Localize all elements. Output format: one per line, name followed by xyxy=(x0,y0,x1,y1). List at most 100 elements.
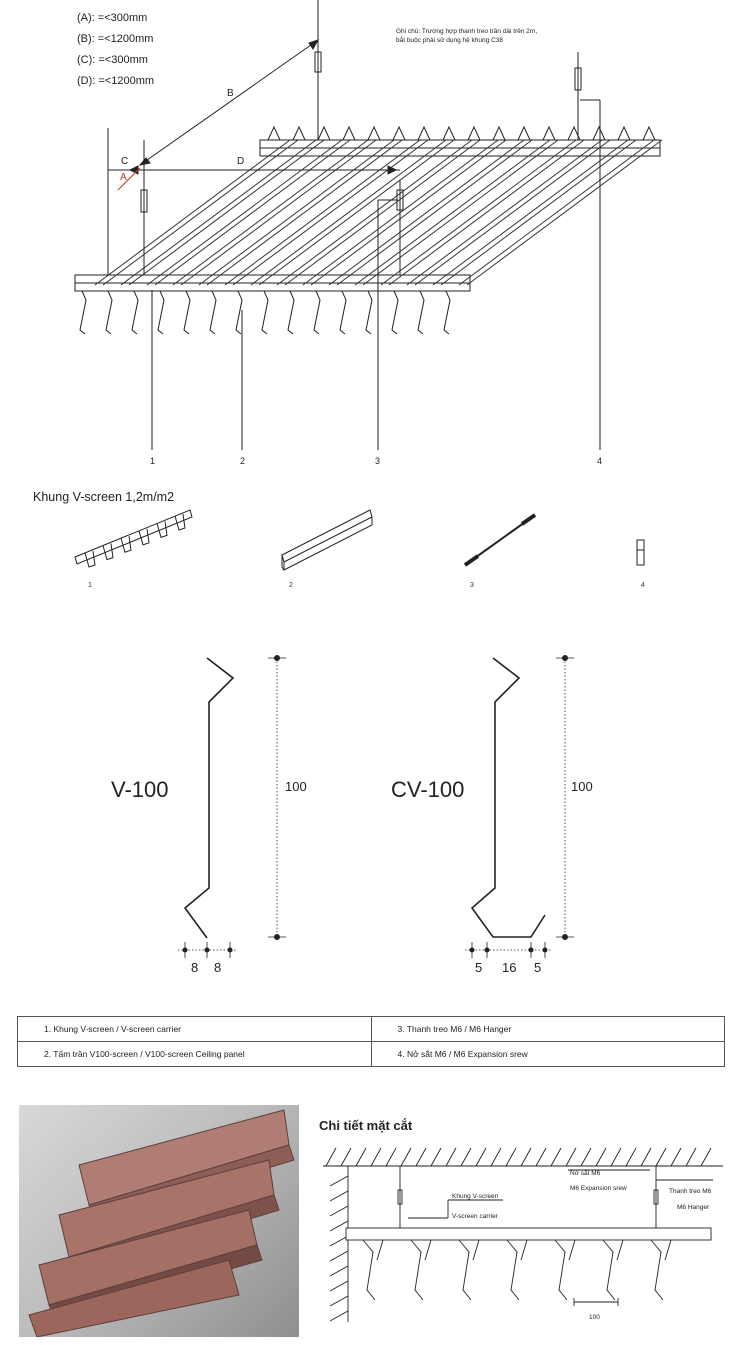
carrier-tooth xyxy=(292,125,306,141)
slab-hatch-line xyxy=(550,1147,562,1167)
dim-letter-c: C xyxy=(121,156,129,167)
ceiling-panel-line xyxy=(354,139,551,286)
carrier-tooth xyxy=(617,125,631,141)
wall-hatch-line xyxy=(329,1235,349,1247)
dim-letter-d: D xyxy=(237,156,245,167)
legend-cell: 4. Nở sắt M6 / M6 Expansion srew xyxy=(370,1041,725,1067)
ceiling-panel-line xyxy=(362,139,559,286)
wall-hatch-line xyxy=(329,1220,349,1232)
dim-letter-b: B xyxy=(227,88,234,99)
carrier-tooth xyxy=(542,125,556,141)
slab-hatch-line xyxy=(595,1147,607,1167)
part-label-4: 4 xyxy=(641,582,645,589)
ceiling-panel-line xyxy=(128,139,325,286)
carrier-tooth xyxy=(467,125,481,141)
wall-hatch-line xyxy=(329,1310,349,1322)
profile-name-cv100: CV-100 xyxy=(391,777,465,802)
panel-fin xyxy=(339,290,347,335)
section-spacing-label: 100 xyxy=(589,1314,600,1321)
panel-fin xyxy=(313,290,321,335)
legend-cell: 3. Thanh treo M6 / M6 Hanger xyxy=(370,1016,725,1042)
section-fin xyxy=(376,1239,384,1261)
section-hanger-label-en: M6 Hanger xyxy=(677,1204,710,1211)
section-carrier-label: Khung V-screen xyxy=(452,1193,499,1200)
carrier-tooth xyxy=(138,528,150,546)
slab-hatch-line xyxy=(505,1147,517,1167)
carrier-tooth xyxy=(392,125,406,141)
ceiling-panel-line xyxy=(146,139,343,286)
legend-cell: 1. Khung V-screen / V-screen carrier xyxy=(17,1016,372,1042)
slab-hatch-line xyxy=(490,1147,502,1167)
wall-hatch-line xyxy=(329,1175,349,1187)
parts-drawing xyxy=(74,509,645,571)
slab-hatch-line xyxy=(685,1147,697,1167)
section-fin xyxy=(650,1239,664,1301)
carrier-tooth xyxy=(342,125,356,141)
section-fin xyxy=(472,1239,480,1261)
spec-b: (B): =<1200mm xyxy=(77,33,154,45)
section-hanger-label: Thanh treo M6 xyxy=(669,1188,712,1195)
slab-hatch-line xyxy=(610,1147,622,1167)
callout-1: 1 xyxy=(150,456,156,466)
ceiling-panel-line xyxy=(198,139,395,286)
carrier-tooth xyxy=(642,125,656,141)
profile-dim-cv100-1: 5 xyxy=(475,960,483,975)
part-label-1: 1 xyxy=(88,582,92,589)
slab-hatch-line xyxy=(430,1147,442,1167)
installation-note: Ghi chú: Trường hợp thanh treo trần dài … xyxy=(396,28,538,45)
section-fin xyxy=(520,1239,528,1261)
carrier-tooth xyxy=(84,550,96,568)
section-expansion-label: Nở sắt M6 xyxy=(570,1170,601,1177)
slab-hatch-line xyxy=(340,1147,352,1167)
section-fin xyxy=(410,1239,424,1301)
ceiling-panel-line xyxy=(440,139,637,286)
slab-hatch-line xyxy=(520,1147,532,1167)
profile-name-v100: V-100 xyxy=(111,777,169,802)
ceiling-panel-line xyxy=(406,139,603,286)
section-title: Chi tiết mặt cắt xyxy=(319,1118,413,1133)
slab-hatch-line xyxy=(565,1147,577,1167)
panel-fin xyxy=(261,290,269,335)
parts-legend-table: 1. Khung V-screen / V-screen carrier 3. … xyxy=(17,1016,725,1067)
wall-hatch-line xyxy=(329,1205,349,1217)
section-fin xyxy=(664,1239,672,1261)
slab-hatch-line xyxy=(355,1147,367,1167)
ceiling-panel-line xyxy=(172,139,369,286)
slab-hatch-line xyxy=(415,1147,427,1167)
wall-hatch-line xyxy=(329,1190,349,1202)
ceiling-panel-line xyxy=(206,139,403,286)
carrier-tooth xyxy=(517,125,531,141)
ceiling-panel-line xyxy=(328,139,525,286)
section-fin xyxy=(362,1239,376,1301)
callout-4: 4 xyxy=(597,456,603,466)
carrier-tooth xyxy=(442,125,456,141)
part-label-3: 3 xyxy=(470,582,474,589)
carrier-tooth xyxy=(102,543,114,561)
carrier-tooth xyxy=(367,125,381,141)
ceiling-panel-line xyxy=(388,139,585,286)
slab-hatch-line xyxy=(655,1147,667,1167)
ceiling-panel-line xyxy=(380,139,577,286)
ceiling-panel-line xyxy=(154,139,351,286)
profile-dim-v100-2: 8 xyxy=(214,960,222,975)
callout-3: 3 xyxy=(375,456,381,466)
spec-a: (A): =<300mm xyxy=(77,12,148,24)
slab-hatch-line xyxy=(385,1147,397,1167)
carrier-tooth xyxy=(492,125,506,141)
slab-hatch-line xyxy=(445,1147,457,1167)
carrier-tooth xyxy=(156,521,168,539)
carrier-tooth xyxy=(174,513,186,531)
profile-dim-cv100-3: 5 xyxy=(534,960,542,975)
panel-fin xyxy=(157,290,165,335)
ceiling-panel-line xyxy=(310,139,507,286)
legend-row: 2. Tấm trần V100-screen / V100-screen Ce… xyxy=(17,1041,725,1067)
carrier-tooth xyxy=(267,125,281,141)
slab-hatch-line xyxy=(325,1147,337,1167)
ceiling-panel-line xyxy=(232,139,429,286)
profile-dim-cv100-2: 16 xyxy=(502,960,517,975)
dim-letter-a: A xyxy=(120,172,127,183)
profile-drawings xyxy=(178,655,574,958)
ceiling-panel-line xyxy=(284,139,481,286)
section-fin xyxy=(458,1239,472,1301)
isometric-ceiling-drawing xyxy=(74,0,663,450)
